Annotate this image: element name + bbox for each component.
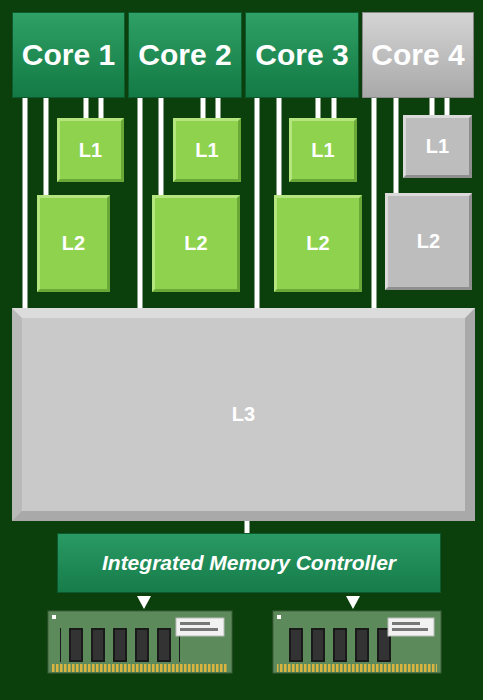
core-box: Core 1: [12, 12, 125, 98]
ram-module: [48, 611, 232, 673]
node-label: L2: [184, 232, 207, 255]
bus-line: [372, 98, 377, 308]
bus-line: [445, 98, 450, 115]
bus-line: [332, 98, 337, 118]
node-label: L1: [426, 135, 449, 158]
node-label: Integrated Memory Controller: [102, 551, 396, 575]
bus-line: [277, 98, 282, 195]
core-box: Core 3: [245, 12, 359, 98]
bus-line: [99, 98, 104, 118]
node-label: L2: [417, 230, 440, 253]
bus-line: [316, 98, 321, 118]
bus-line: [159, 98, 164, 195]
l2-cache-box: L2: [274, 195, 362, 292]
l1-cache-box: L1: [57, 118, 124, 182]
node-label: L3: [232, 403, 255, 426]
node-label: L1: [195, 139, 218, 162]
node-label: L1: [79, 139, 102, 162]
node-label: Core 1: [22, 38, 115, 72]
ram-module: [273, 611, 441, 673]
node-label: L1: [311, 139, 334, 162]
bus-line: [84, 98, 89, 118]
l1-cache-box: L1: [403, 115, 472, 178]
bus-line: [216, 98, 221, 118]
node-label: Core 3: [255, 38, 348, 72]
bus-line: [245, 521, 250, 533]
core-box: Core 2: [128, 12, 242, 98]
bus-line: [44, 98, 49, 195]
l2-cache-box: L2: [37, 195, 110, 292]
bus-line: [23, 98, 28, 308]
node-label: L2: [62, 232, 85, 255]
bus-line: [201, 98, 206, 118]
l1-cache-box: L1: [173, 118, 241, 182]
l3-cache-box: L3: [12, 308, 475, 521]
memory-arrow: [346, 596, 360, 609]
node-label: Core 4: [371, 38, 464, 72]
node-label: Core 2: [138, 38, 231, 72]
node-label: L2: [306, 232, 329, 255]
bus-line: [430, 98, 435, 115]
l1-cache-box: L1: [289, 118, 357, 182]
memory-arrow: [137, 596, 151, 609]
bus-line: [138, 98, 143, 308]
memory-controller-band: Integrated Memory Controller: [57, 533, 441, 593]
l2-cache-box: L2: [385, 193, 472, 290]
l2-cache-box: L2: [152, 195, 240, 292]
bus-line: [255, 98, 260, 308]
core-box: Core 4: [362, 12, 474, 98]
bus-line: [394, 98, 399, 193]
